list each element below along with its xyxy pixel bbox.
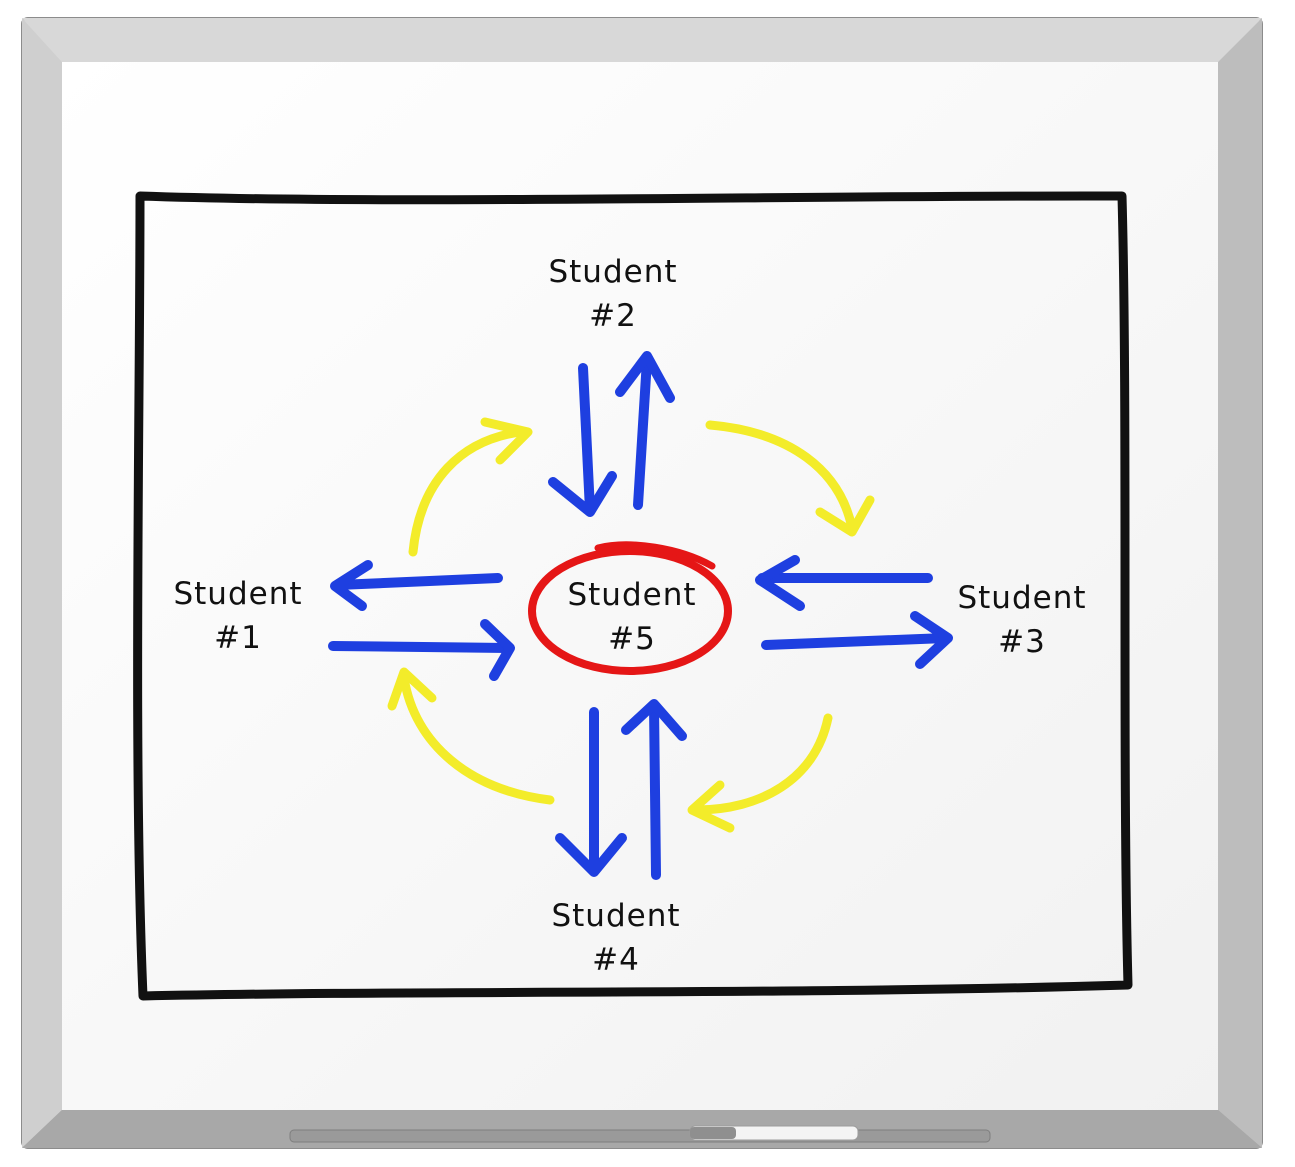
board-surface [62,62,1218,1110]
circle-highlight [528,541,732,675]
student-1-number: #1 [214,620,262,656]
arrow-icon [328,619,515,681]
student-3-number: #3 [998,624,1046,660]
frame-bevel-top [22,18,1262,62]
student-2-node: Student #2 [548,250,677,338]
student-3-name: Student [957,580,1087,616]
arrow-icon [621,699,687,880]
arrow-icon [555,707,627,877]
arrow-icon [755,555,933,611]
student-4-name: Student [551,898,681,934]
student-2-name: Student [548,254,678,290]
curved-arrow-icon [387,667,555,805]
arrow-icon [548,363,617,517]
arrow-icon [330,560,503,611]
marker-cap [690,1127,736,1139]
arrow-icon [761,611,953,669]
student-5-name: Student [567,577,697,613]
student-2-number: #2 [589,298,637,334]
drawn-outline-box [133,191,1133,1001]
frame-bevel-right [1218,18,1262,1148]
frame-bevel-left [22,18,62,1148]
student-1-node: Student #1 [173,572,302,660]
student-1-name: Student [173,576,303,612]
marker-tray [289,1129,991,1143]
curved-arrow-icon [705,420,875,537]
curved-arrow-icon [408,417,533,557]
student-5-node: Student #5 [567,573,696,661]
student-4-node: Student #4 [551,894,680,982]
student-4-number: #4 [592,942,640,978]
student-3-node: Student #3 [957,576,1086,664]
arrow-icon [615,351,675,510]
student-5-number: #5 [608,621,656,657]
curved-arrow-icon [687,713,833,833]
